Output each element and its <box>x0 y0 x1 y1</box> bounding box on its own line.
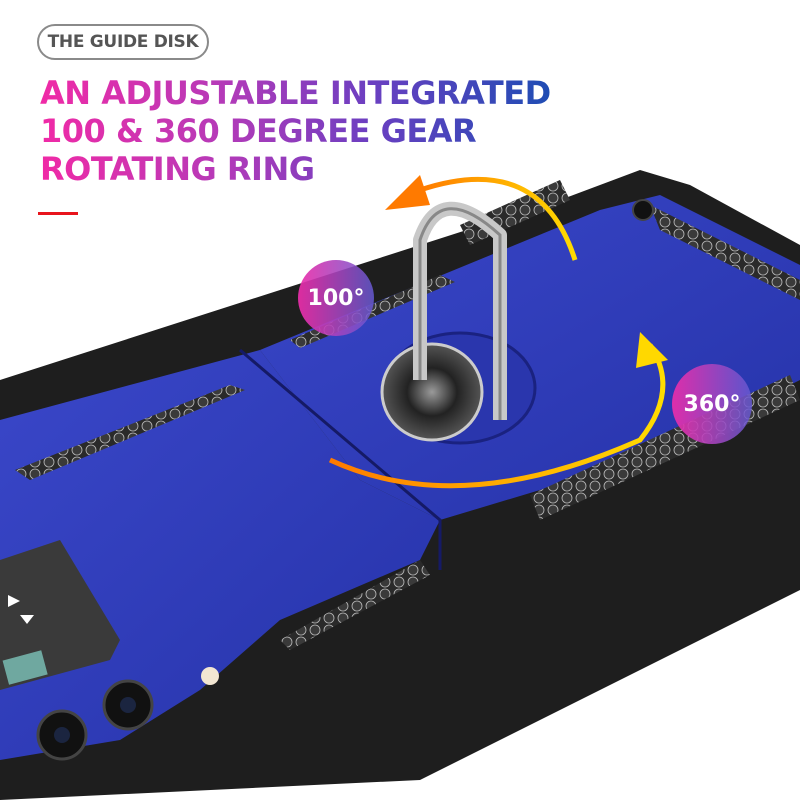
tilt-arrow-head <box>385 175 430 210</box>
case-button <box>632 199 654 221</box>
section-badge: THE GUIDE DISK <box>37 24 209 60</box>
grip-strip <box>280 560 430 650</box>
flash-icon <box>201 667 219 685</box>
accent-divider <box>38 212 78 215</box>
grip-strip <box>650 205 800 300</box>
headline-line-2: 100 & 360 DEGREE GEAR <box>40 112 551 150</box>
rotate-arrow <box>328 343 666 489</box>
headline-line-1: AN ADJUSTABLE INTEGRATED <box>40 74 551 112</box>
outer-screen <box>0 540 120 690</box>
tilt-arrow <box>419 176 578 261</box>
rotate-arrow-head <box>636 332 668 368</box>
ring-disc <box>380 342 484 442</box>
skip-icon <box>20 615 34 624</box>
play-icon <box>8 595 20 607</box>
grip-strip <box>15 385 245 480</box>
headline: AN ADJUSTABLE INTEGRATED 100 & 360 DEGRE… <box>40 74 551 188</box>
wallpaper-thumbnail <box>2 650 48 685</box>
headline-line-3: ROTATING RING <box>40 150 551 188</box>
tilt-angle-badge: 100° <box>298 260 374 336</box>
rotation-angle-badge: 360° <box>672 364 752 444</box>
